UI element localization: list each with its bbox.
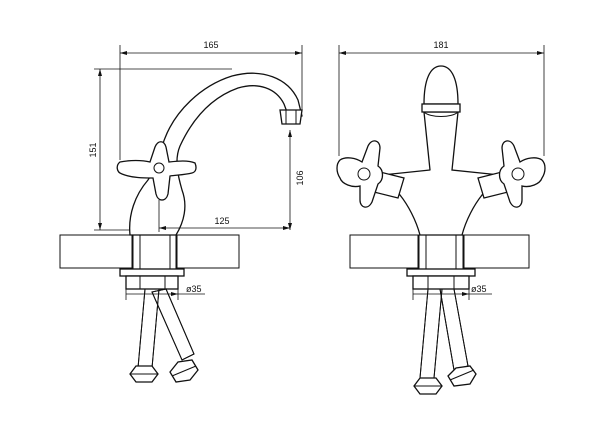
side-dim-reach: 125 [158,200,290,232]
side-threaded-shank [132,234,177,270]
dim-label-front-diameter: ø35 [471,284,487,294]
dim-label-125: 125 [214,216,229,226]
side-countertop [59,234,240,269]
dim-label-165: 165 [203,40,218,50]
front-threaded-shank [418,234,464,270]
dim-label-151: 151 [88,142,98,157]
front-view: 181 ø35 [336,40,546,395]
side-dim-width: 165 [119,40,303,160]
side-flex-hoses [129,288,199,383]
front-mounting-nut [406,268,476,290]
front-countertop [349,234,530,269]
front-dim-width: 181 [338,40,545,156]
side-dim-height: 151 [88,68,232,231]
front-right-handle [477,140,546,208]
side-mounting-nut [119,268,185,290]
dim-label-106: 106 [295,170,305,185]
side-cross-handle [116,141,197,201]
side-view: 165 151 106 125 [59,40,305,383]
front-faucet-body [380,65,502,236]
dim-label-side-diameter: ø35 [186,284,202,294]
front-flex-hoses [413,288,477,395]
front-left-handle [336,140,405,208]
side-dim-spout-height: 106 [288,130,305,230]
side-dim-diameter: ø35 [125,284,205,300]
front-dim-diameter: ø35 [412,284,492,300]
dim-label-181: 181 [433,40,448,50]
